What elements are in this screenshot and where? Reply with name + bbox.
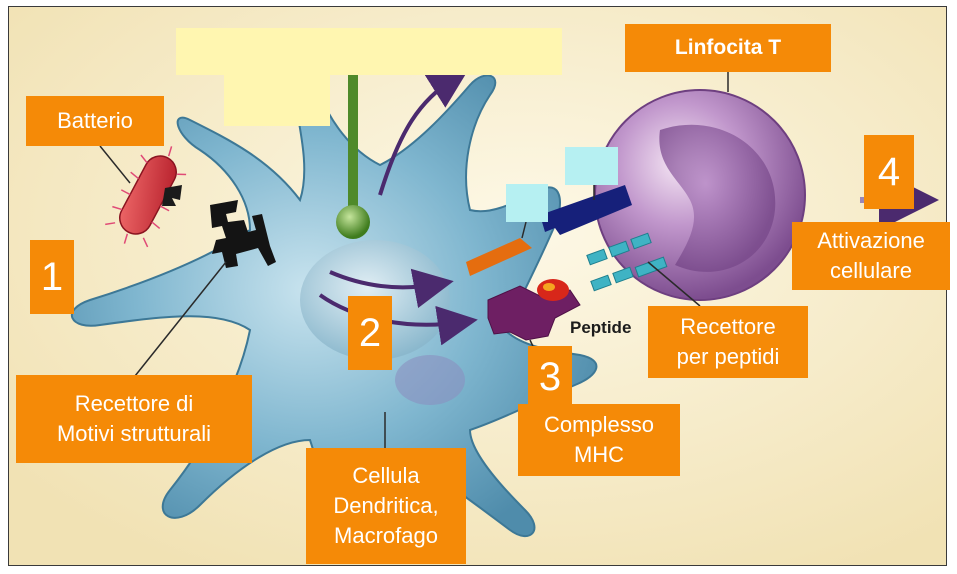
label-recettore-motivi-line1: Recettore di	[75, 389, 194, 419]
label-linfocita-t-text: Linfocita T	[675, 33, 781, 63]
step-number-4: 4	[864, 135, 914, 209]
label-complesso-line1: Complesso	[544, 410, 654, 440]
step-number-3-text: 3	[539, 362, 561, 392]
label-cellula-line3: Macrofago	[334, 521, 438, 551]
label-attivazione-cellulare: Attivazione cellulare	[792, 222, 950, 290]
label-attivazione-line2: cellulare	[830, 256, 912, 286]
label-cellula-dendritica: Cellula Dendritica, Macrofago	[306, 448, 466, 564]
label-linfocita-t: Linfocita T	[625, 24, 831, 72]
peptide-antigen	[537, 279, 569, 301]
green-receptor-stalk	[348, 65, 358, 215]
step-number-1-text: 1	[41, 262, 63, 292]
green-receptor-head	[336, 205, 370, 239]
label-peptide: Peptide	[570, 318, 631, 338]
empty-label-box-cyan-right	[565, 147, 618, 185]
step-number-1: 1	[30, 240, 74, 314]
label-complesso-mhc: Complesso MHC	[518, 404, 680, 476]
label-recettore-peptidi-line1: Recettore	[680, 312, 775, 342]
label-batterio: Batterio	[26, 96, 164, 146]
empty-label-box-left	[224, 64, 330, 126]
step-number-2: 2	[348, 296, 392, 370]
label-batterio-text: Batterio	[57, 106, 133, 136]
label-cellula-line1: Cellula	[352, 461, 419, 491]
empty-label-box-cyan-left	[506, 184, 548, 222]
step-number-3: 3	[528, 346, 572, 408]
peptide-highlight	[543, 283, 555, 291]
organelle	[395, 355, 465, 405]
step-number-2-text: 2	[359, 318, 381, 348]
label-complesso-line2: MHC	[574, 440, 624, 470]
label-recettore-motivi: Recettore di Motivi strutturali	[16, 375, 252, 463]
label-cellula-line2: Dendritica,	[333, 491, 438, 521]
label-recettore-motivi-line2: Motivi strutturali	[57, 419, 211, 449]
label-recettore-peptidi: Recettore per peptidi	[648, 306, 808, 378]
step-number-4-text: 4	[878, 157, 900, 187]
label-recettore-peptidi-line2: per peptidi	[677, 342, 780, 372]
label-attivazione-line1: Attivazione	[817, 226, 925, 256]
